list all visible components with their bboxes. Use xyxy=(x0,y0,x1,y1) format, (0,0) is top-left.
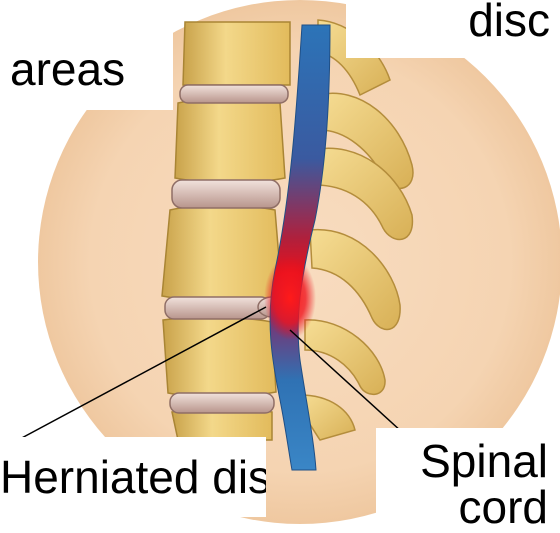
label-spinal-line2: cord xyxy=(376,484,548,530)
label-disc: disc xyxy=(346,0,560,58)
label-disc-text: disc xyxy=(468,0,550,40)
label-herniated-disc: Herniated disc xyxy=(0,437,266,517)
compression-hotspot xyxy=(264,256,316,340)
label-spinal-cord: Spinal cord xyxy=(376,428,560,533)
label-areas-text: areas xyxy=(10,43,125,95)
label-areas: areas xyxy=(0,28,173,110)
label-herniated-disc-text: Herniated disc xyxy=(0,437,266,517)
label-spinal-line1: Spinal xyxy=(376,438,548,484)
